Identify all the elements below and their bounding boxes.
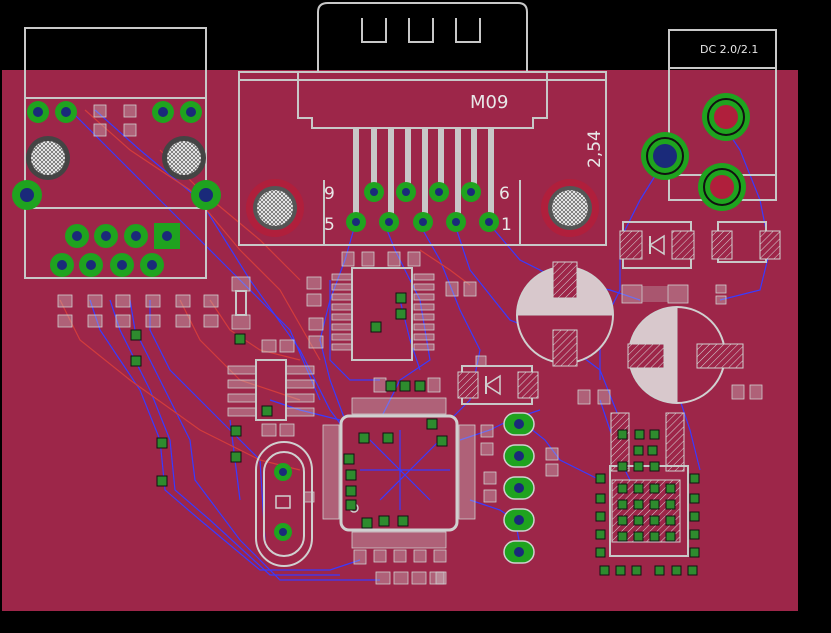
left-resistor xyxy=(231,276,251,330)
rj-smd-pads xyxy=(57,104,219,328)
rj-pin-pads xyxy=(50,223,180,277)
db9-pin5-label: 5 xyxy=(324,215,335,235)
db9-connector: M09 2,54 9 6 5 1 xyxy=(238,2,607,246)
dc-jack-label: DC 2.0/2.1 xyxy=(700,43,758,56)
mcu-pins-top xyxy=(351,397,447,415)
db9-pads xyxy=(346,182,499,232)
soic-pins-right xyxy=(413,273,435,351)
scattered-vias xyxy=(130,292,448,529)
center-diode xyxy=(457,355,539,405)
mcu-pins-left xyxy=(322,424,340,520)
rj-small-pads xyxy=(27,101,202,123)
small-resistors-right xyxy=(577,284,763,405)
db9-mounting-holes xyxy=(246,179,599,237)
mcu-chip xyxy=(322,377,476,585)
electrolytic-cap-2 xyxy=(627,306,744,404)
misc-pads xyxy=(353,549,447,585)
db9-pin6-label: 6 xyxy=(499,184,510,204)
soic-pins-left xyxy=(331,273,353,351)
power-diode xyxy=(619,221,781,269)
db9-pitch-label: 2,54 xyxy=(585,130,605,168)
mcu-pins-right xyxy=(458,424,476,520)
mcu-pins-bottom xyxy=(351,531,447,549)
db9-pin9-label: 9 xyxy=(324,184,335,204)
db9-pin1-label: 1 xyxy=(501,215,512,235)
electrolytic-cap-1 xyxy=(516,261,614,367)
pin-header xyxy=(480,412,559,564)
dc-jack: DC 2.0/2.1 xyxy=(641,29,777,211)
rj-mounting-holes xyxy=(12,136,221,210)
regulator-vias xyxy=(595,429,700,576)
db9-connector-label: M09 xyxy=(470,92,508,113)
regulator-chip xyxy=(595,412,700,576)
soic-chip xyxy=(306,251,477,361)
crystal xyxy=(255,441,315,567)
rj-connector xyxy=(12,27,221,328)
left-small-chip xyxy=(227,339,315,437)
db9-pin-leads xyxy=(353,128,494,218)
